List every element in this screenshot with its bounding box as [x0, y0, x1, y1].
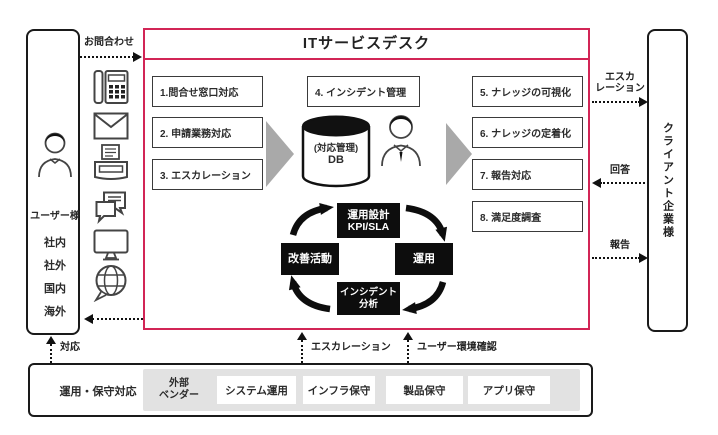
- inquiry-label: お問合わせ: [84, 37, 134, 48]
- user-icon: [38, 132, 72, 177]
- chat-icon: [95, 191, 126, 225]
- client-panel: クライアント企業様: [647, 29, 688, 332]
- escalation-bottom-label: エスカレーション: [311, 342, 391, 353]
- user-scope-item: 国内: [44, 283, 66, 295]
- handle-arrow-line: [50, 344, 52, 363]
- user-panel: ユーザー様 社内 社外 国内 海外: [26, 29, 80, 335]
- phone-icon: [93, 70, 129, 104]
- escalation-right-line1: エスカ: [605, 72, 635, 83]
- answer-arrow-line: [600, 182, 645, 184]
- answer-label: 回答: [610, 165, 630, 176]
- inquiry-arrow-line: [80, 56, 134, 58]
- cycle-plan-line1: 運用設計: [347, 208, 390, 221]
- client-panel-label: クライアント企業様: [661, 122, 674, 239]
- operator-icon: [381, 115, 421, 166]
- cycle-arrows-icon: [288, 203, 448, 314]
- response-arrowhead: [84, 314, 93, 324]
- database-label-line1: (対応管理): [313, 143, 359, 154]
- maintenance-item-app: アプリ保守: [468, 376, 550, 404]
- user-scope-list: 社内 社外 国内 海外: [28, 232, 82, 324]
- database-label: (対応管理) DB: [300, 140, 372, 166]
- report-arrow-line: [592, 257, 640, 259]
- maintenance-item-system: システム運用: [217, 376, 296, 404]
- maintenance-label: 運用・保守対応: [59, 386, 137, 398]
- report-arrowhead: [639, 253, 648, 263]
- maintenance-item-product: 製品保守: [386, 376, 463, 404]
- user-panel-label: ユーザー様: [30, 211, 80, 222]
- service-box-4: 4. インシデント管理: [307, 76, 420, 107]
- service-box-6: 6. ナレッジの定着化: [472, 117, 583, 148]
- database-icon: [301, 115, 371, 188]
- cycle-plan-box: 運用設計 KPI/SLA: [337, 203, 400, 238]
- fax-icon: [94, 144, 128, 180]
- service-box-7: 7. 報告対応: [472, 159, 583, 190]
- response-arrow-line: [92, 318, 143, 320]
- cycle-plan-line2: KPI/SLA: [347, 220, 390, 233]
- monitor-icon: [93, 229, 129, 261]
- service-box-8: 8. 満足度調査: [472, 201, 583, 232]
- service-box-1: 1.問合せ窓口対応: [152, 76, 263, 107]
- maintenance-item-infra: インフラ保守: [303, 376, 375, 404]
- vendor-label-line2: ベンダー: [159, 390, 199, 401]
- flow-right-triangle-icon: [266, 121, 294, 187]
- user-scope-item: 海外: [44, 306, 66, 318]
- handle-label: 対応: [60, 342, 80, 353]
- env-check-label: ユーザー環境確認: [417, 342, 497, 353]
- cycle-improve-box: 改善活動: [281, 243, 339, 275]
- user-scope-item: 社外: [44, 260, 66, 272]
- escalation-right-line2: レーション: [595, 83, 645, 94]
- escalation-bottom-arrow-line: [301, 340, 303, 363]
- escalation-bottom-arrowhead: [297, 332, 307, 340]
- user-scope-item: 社内: [44, 237, 66, 249]
- escalation-right-arrowhead: [639, 97, 648, 107]
- env-check-arrowhead: [403, 332, 413, 340]
- inquiry-arrowhead: [133, 52, 142, 62]
- cycle-analysis-box: インシデント 分析: [337, 282, 400, 315]
- service-box-3: 3. エスカレーション: [152, 159, 263, 190]
- answer-arrowhead: [592, 178, 601, 188]
- cycle-do-box: 運用: [395, 243, 453, 275]
- service-desk-title: ITサービスデスク: [145, 30, 588, 60]
- service-box-2: 2. 申請業務対応: [152, 117, 263, 148]
- service-box-5: 5. ナレッジの可視化: [472, 76, 583, 107]
- flow-right-triangle-icon: [446, 123, 472, 185]
- escalation-right-label: エスカ レーション: [594, 72, 646, 94]
- report-label: 報告: [610, 240, 630, 251]
- cycle-analysis-line2: 分析: [358, 298, 378, 310]
- web-icon: [93, 265, 127, 302]
- handle-arrowhead: [46, 336, 56, 344]
- cycle-analysis-line1: インシデント: [339, 286, 397, 298]
- database-label-line2: DB: [328, 154, 344, 166]
- escalation-right-arrow-line: [592, 101, 640, 103]
- mail-icon: [93, 112, 129, 140]
- vendor-label: 外部 ベンダー: [150, 378, 208, 402]
- env-check-arrow-line: [407, 340, 409, 363]
- vendor-label-line1: 外部: [169, 378, 189, 389]
